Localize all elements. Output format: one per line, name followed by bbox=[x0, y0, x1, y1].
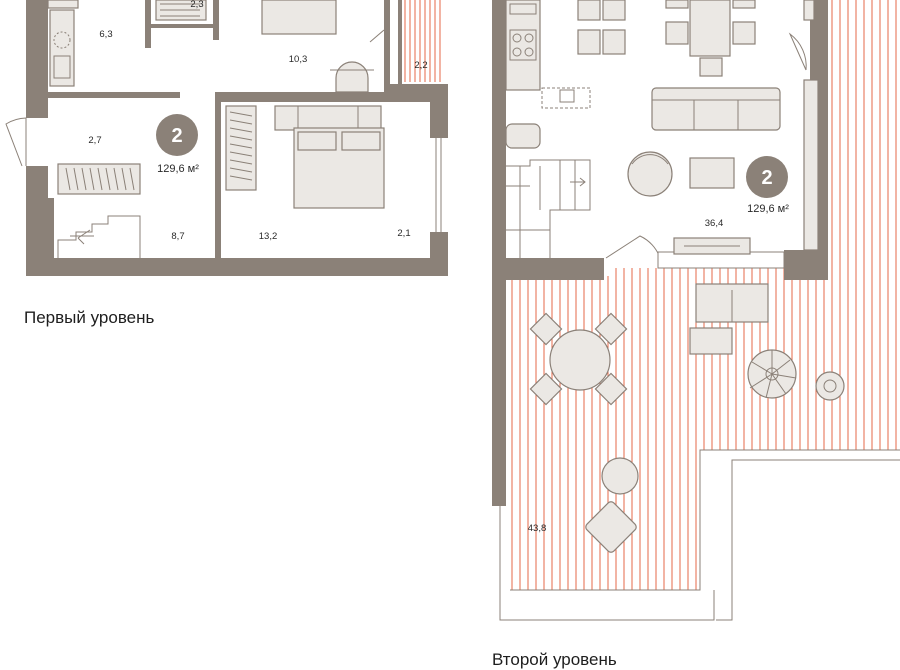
cabinet bbox=[602, 29, 626, 55]
room-area-label: 2,1 bbox=[397, 228, 410, 239]
chair bbox=[529, 372, 563, 406]
chair bbox=[665, 0, 689, 9]
wall bbox=[145, 0, 151, 48]
wall bbox=[26, 0, 48, 118]
room-area-label: 10,3 bbox=[289, 54, 308, 65]
dining-table bbox=[689, 0, 731, 57]
round-table bbox=[549, 329, 611, 391]
wall bbox=[213, 0, 219, 40]
staircase bbox=[57, 215, 141, 258]
room-count: 2 bbox=[171, 125, 182, 147]
wall bbox=[26, 166, 48, 276]
chair bbox=[594, 312, 628, 346]
wall bbox=[384, 84, 448, 102]
first-level-plan: 6,3 2,3 10,3 2,2 2,7 8,7 13,2 2,1 2 129,… bbox=[5, 0, 448, 327]
coffee-table bbox=[689, 157, 735, 189]
chair bbox=[505, 123, 541, 149]
bed bbox=[261, 0, 337, 35]
room-area-label: 2,3 bbox=[190, 0, 203, 10]
outdoor-table bbox=[689, 327, 733, 355]
room-area-label: 8,7 bbox=[171, 231, 184, 242]
total-area: 129,6 м² bbox=[157, 163, 199, 175]
wall bbox=[398, 0, 402, 86]
shoe-rack bbox=[57, 163, 141, 195]
wall bbox=[492, 0, 506, 506]
chair bbox=[665, 21, 689, 45]
wall bbox=[430, 232, 448, 276]
kitchen-counter bbox=[505, 0, 541, 91]
room-area-label: 36,4 bbox=[705, 218, 724, 229]
lounge-chair bbox=[585, 501, 637, 553]
pillow bbox=[297, 131, 337, 151]
sofa bbox=[651, 87, 781, 131]
cabinet bbox=[602, 0, 626, 21]
wall bbox=[48, 92, 180, 98]
room-count: 2 bbox=[761, 167, 772, 189]
cabinet bbox=[577, 29, 601, 55]
level-caption: Первый уровень bbox=[24, 308, 154, 327]
chair bbox=[732, 0, 756, 9]
fire-bowl bbox=[815, 371, 845, 401]
cabinet bbox=[47, 0, 79, 9]
wall bbox=[492, 258, 604, 280]
chair bbox=[594, 372, 628, 406]
level-caption: Второй уровень bbox=[492, 650, 617, 669]
wall bbox=[26, 258, 448, 276]
entrance-door bbox=[5, 117, 27, 167]
room-area-label: 2,7 bbox=[88, 135, 101, 146]
wall bbox=[151, 24, 219, 28]
wall bbox=[48, 198, 54, 262]
door-swing bbox=[788, 32, 807, 71]
room-area-label: 43,8 bbox=[528, 523, 547, 534]
cabinet bbox=[577, 0, 601, 21]
room-area-label: 6,3 bbox=[99, 29, 112, 40]
armchair bbox=[627, 151, 673, 197]
apartment-badge bbox=[156, 114, 198, 156]
wall bbox=[384, 0, 390, 102]
chair bbox=[529, 312, 563, 346]
chair bbox=[732, 21, 756, 45]
nightstand bbox=[274, 105, 382, 131]
room-area-label: 13,2 bbox=[259, 231, 278, 242]
chair bbox=[335, 61, 369, 93]
balcony-deck bbox=[404, 0, 441, 82]
door-swing bbox=[605, 235, 661, 259]
wall bbox=[221, 92, 384, 102]
apartment-badge bbox=[746, 156, 788, 198]
kitchen-island bbox=[541, 87, 591, 109]
stove bbox=[53, 31, 71, 49]
second-level-plan: 36,4 43,8 2 129,6 м² Второй уровень bbox=[492, 0, 900, 669]
side-table bbox=[601, 457, 639, 495]
cooktop bbox=[509, 29, 537, 61]
total-area: 129,6 м² bbox=[747, 203, 789, 215]
sink bbox=[53, 55, 71, 79]
pillow bbox=[341, 131, 381, 151]
staircase bbox=[506, 159, 591, 258]
wall bbox=[215, 92, 221, 262]
chair bbox=[699, 57, 723, 77]
room-area-label: 2,2 bbox=[414, 60, 427, 71]
